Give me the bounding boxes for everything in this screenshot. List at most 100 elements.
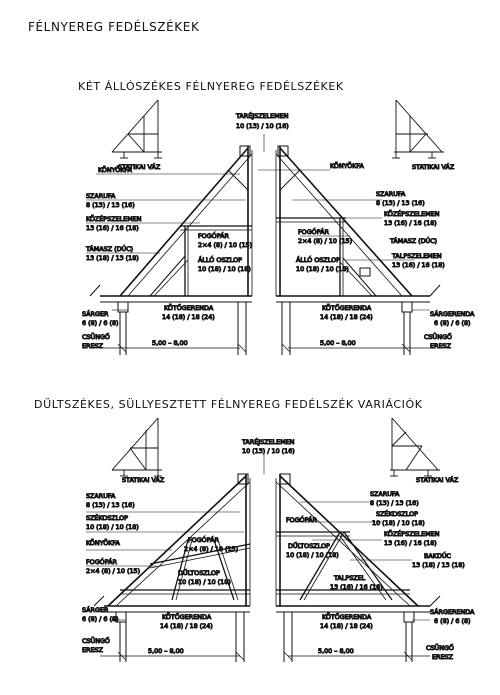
static-frame-right-2: [390, 417, 440, 477]
knee-brace-right-label: KÖNYÖKFA: [330, 161, 365, 170]
collar-tie-left-dim: 2×4 (8) / 10 (15): [198, 241, 252, 249]
trestle-strut-label: BAKDÚC: [424, 551, 452, 560]
diagram-two-post-truss: STATIKAI VÁZ STATIKAI VÁZ: [82, 99, 476, 355]
truss-right: [275, 145, 441, 355]
eave-right-label-1: CSÜNGŐ: [424, 332, 452, 341]
sill-left-dim: 6 (8) / 6 (8): [82, 319, 119, 327]
tie-beam-right-2-dim: 14 (18) / 18 (24): [320, 622, 373, 630]
tie-beam-right-dim: 14 (18) / 18 (24): [320, 313, 373, 321]
collar-tie-right-label: FOGÓPÁR: [298, 227, 330, 236]
collar-tie-left-2-dim: 2×4 (8) / 10 (15): [86, 567, 140, 575]
eave-right-2-label-1: CSÜNGŐ: [426, 643, 454, 652]
sill-left-2-label: SÁRGER: [82, 605, 109, 614]
ridge-purlin-label: TARÉJSZELEMEN: [235, 111, 289, 120]
mid-purlin-right-2-label: KÖZÉPSZELEMEN: [384, 529, 440, 538]
diagram-tilted-post-truss: STATIKAI VÁZ STATIKAI VÁZ: [82, 417, 476, 662]
rafter-left-dim: 8 (13) / 13 (16): [86, 201, 135, 209]
tilted-post-left-dim: 10 (18) / 10 (18): [178, 578, 231, 586]
static-frame-left: [111, 99, 162, 159]
tilted-post-right-label: DŰLTOSZLOP: [288, 541, 330, 550]
eave-left-label-1: CSÜNGŐ: [82, 332, 110, 341]
static-frame-right-label: STATIKAI VÁZ: [412, 162, 455, 171]
sill-right-2-dim: 6 (8) / 6 (8): [434, 617, 471, 625]
sole-plate-2-label: TALPSZEL: [333, 574, 366, 582]
rafter-right-2-dim: 8 (13) / 13 (16): [370, 499, 419, 507]
chair-post-left-label: SZÉKOSZLOP: [86, 513, 128, 522]
mid-purlin-right-dim: 13 (16) / 16 (18): [384, 219, 437, 227]
static-frame-right-2-label: STATIKAI VÁZ: [416, 475, 459, 484]
sill-left-label: SÁRGER: [82, 309, 109, 318]
tilted-post-left-label: DŰLTOSZLOP: [178, 568, 220, 577]
tie-beam-left-2-label: KÖTŐGERENDA: [162, 612, 212, 621]
collar-tie-center-dim: 2×4 (8) / 10 (15): [184, 545, 238, 553]
mid-purlin-left-dim: 13 (16) / 16 (18): [86, 224, 139, 232]
trestle-strut-dim: 13 (18) / 13 (18): [412, 561, 465, 569]
tie-beam-left-2-dim: 14 (18) / 18 (24): [160, 622, 213, 630]
chair-post-right-label: SZÉKOSZLOP: [376, 509, 418, 518]
collar-tie-center-label: FOGÓPÁR: [188, 535, 220, 544]
rafter-left-2-dim: 8 (13) / 13 (16): [86, 501, 135, 509]
sill-right-dim: 6 (8) / 6 (8): [434, 319, 471, 327]
span-right-label: 5,00 – 8,00: [320, 339, 356, 347]
post-left-dim: 10 (18) / 10 (18): [198, 265, 251, 273]
collar-tie-right-dim: 2×4 (8) / 10 (15): [298, 237, 352, 245]
tilted-post-right-dim: 10 (18) / 10 (18): [286, 551, 339, 559]
post-left-label: ÁLLÓ OSZLOP: [198, 255, 242, 264]
rafter-left-2-label: SZARUFA: [86, 492, 116, 500]
collar-tie-left-2-label: FOGÓPÁR: [86, 557, 118, 566]
sole-purlin-label: TALPSZELEMEN: [391, 252, 442, 260]
main-title: FÉLNYEREG FEDÉLSZÉKEK: [28, 20, 200, 34]
tie-beam-right-2-label: KÖTŐGERENDA: [322, 612, 372, 621]
span-left-label: 5,00 – 8,00: [152, 339, 188, 347]
eave-left-2-label-2: ERESZ: [82, 646, 104, 654]
mid-purlin-right-label: KÖZÉPSZELEMEN: [384, 209, 440, 218]
static-frame-right: [392, 99, 444, 159]
truss-right-2: [275, 473, 441, 662]
span-right-2-label: 5,00 – 8,00: [318, 647, 354, 655]
static-frame-left-label: STATIKAI VÁZ: [118, 162, 161, 171]
mid-purlin-left-label: KÖZÉPSZELEMEN: [86, 214, 142, 223]
mid-purlin-right-2-dim: 13 (16) / 16 (18): [384, 539, 437, 547]
eave-left-2-label-1: CSÜNGŐ: [82, 636, 110, 645]
chair-post-left-dim: 10 (18) / 10 (18): [86, 523, 139, 531]
tie-beam-right-label: KÖTŐGERENDA: [322, 303, 372, 312]
tie-beam-left-label: KÖTŐGERENDA: [164, 303, 214, 312]
sill-left-2-dim: 6 (8) / 6 (8): [82, 615, 119, 623]
strut-left-dim: 13 (18) / 13 (18): [86, 254, 139, 262]
collar-tie-left-label: FOGÓPÁR: [198, 231, 230, 240]
section-title-tilted-post: DŰLTSZÉKES, SÜLLYESZTETT FÉLNYEREG FEDÉL…: [34, 398, 423, 411]
rafter-left-label: SZARUFA: [86, 192, 116, 200]
sole-plate-2-dim: 13 (16) / 16 (18): [330, 583, 383, 591]
ridge-purlin-2-label: TARÉJSZELEMEN: [241, 437, 295, 446]
sill-right-2-label: SÁRGERENDA: [430, 607, 475, 616]
sill-right-label: SÁRGERENDA: [430, 309, 475, 318]
sole-purlin-dim: 13 (16) / 16 (18): [392, 261, 445, 269]
tie-beam-left-dim: 14 (18) / 18 (24): [162, 313, 215, 321]
strut-left-label: TÁMASZ (DÚC): [85, 244, 133, 253]
static-frame-left-2: [111, 417, 162, 477]
span-left-2-label: 5,00 – 8,00: [148, 647, 184, 655]
knee-brace-left-label: KÖNYÖKFA: [98, 165, 133, 174]
post-right-dim: 10 (18) / 10 (18): [296, 265, 349, 273]
rafter-right-2-label: SZARUFA: [370, 490, 400, 498]
strut-right-label: TÁMASZ (DÚC): [389, 236, 437, 245]
eave-right-2-label-2: ERESZ: [432, 653, 454, 661]
eave-left-label-2: ERESZ: [82, 342, 104, 350]
leaders-section-1: [86, 134, 430, 311]
rafter-right-label: SZARUFA: [376, 190, 406, 198]
truss-left: [89, 145, 253, 355]
ridge-purlin-2-dim: 10 (13) / 10 (16): [242, 447, 295, 455]
truss-left-2: [93, 473, 251, 662]
section-title-two-post: KÉT ÁLLÓSZÉKES FÉLNYEREG FEDÉLSZÉKEK: [78, 80, 344, 93]
eave-right-label-2: ERESZ: [430, 342, 452, 350]
leaders-section-2: [86, 454, 430, 621]
rafter-right-dim: 8 (13) / 13 (16): [376, 199, 425, 207]
chair-post-right-dim: 10 (18) / 10 (18): [372, 519, 425, 527]
ridge-purlin-dim: 10 (13) / 10 (16): [236, 122, 289, 130]
knee-brace-left-2-label: KÖNYÖKFA: [86, 538, 121, 547]
post-right-label: ÁLLÓ OSZLOP: [296, 255, 340, 264]
static-frame-left-2-label: STATIKAI VÁZ: [122, 475, 165, 484]
collar-tie-right-2-label: FOGÓPÁR: [286, 515, 318, 524]
